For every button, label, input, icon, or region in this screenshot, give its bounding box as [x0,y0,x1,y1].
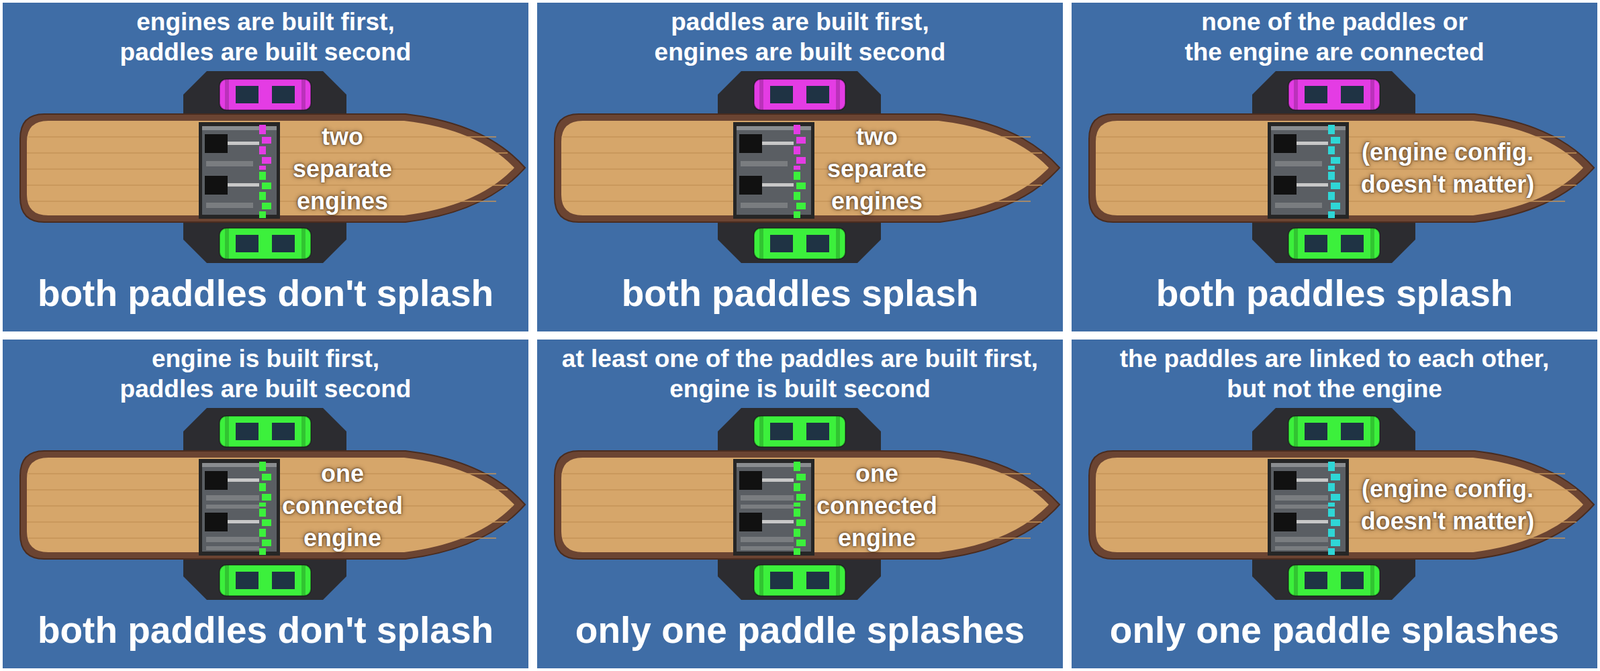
condition-caption: at least one of the paddles are built fi… [541,343,1059,405]
condition-caption: the paddles are linked to each other, bu… [1107,343,1562,405]
result-caption: both paddles don't splash [2,271,529,315]
engine-note: two separate engines [275,120,410,218]
result-caption: only one paddle splashes [1071,608,1598,652]
scenario-panel: none of the paddles or the engine are co… [1071,2,1598,332]
scenario-panel: engine is built first, paddles are built… [2,339,529,669]
engine-note: two separate engines [809,120,945,218]
result-caption: both paddles splash [1071,271,1598,315]
engine-note: (engine config. doesn't matter) [1346,136,1549,201]
scenario-panel: the paddles are linked to each other, bu… [1071,339,1598,669]
condition-caption: none of the paddles or the engine are co… [1140,6,1530,68]
engine-note: one connected engine [275,457,410,555]
result-caption: both paddles don't splash [2,608,529,652]
scenario-panel: engines are built first, paddles are bui… [2,2,529,332]
engine-note: (engine config. doesn't matter) [1346,473,1549,538]
scenario-panel: at least one of the paddles are built fi… [537,339,1063,669]
result-caption: both paddles splash [537,271,1063,315]
condition-caption: engines are built first, paddles are bui… [118,6,414,68]
result-caption: only one paddle splashes [537,608,1063,652]
engine-note: one connected engine [809,457,945,555]
condition-caption: engine is built first, paddles are built… [118,343,414,405]
condition-caption: paddles are built first, engines are bui… [652,6,949,68]
scenario-panel: paddles are built first, engines are bui… [537,2,1063,332]
